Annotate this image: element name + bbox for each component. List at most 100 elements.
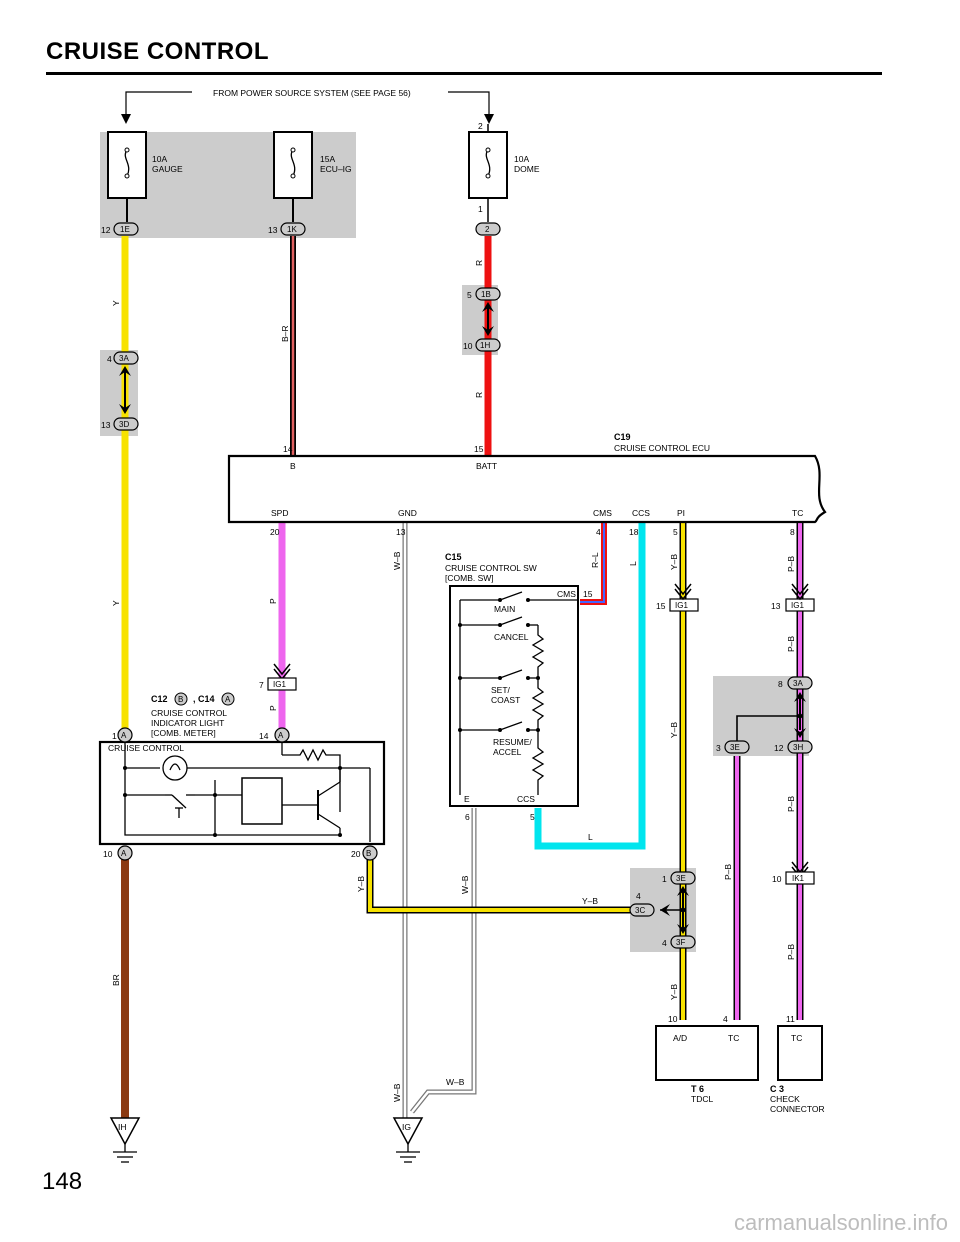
wire-label: W–B <box>460 875 470 894</box>
svg-text:3C: 3C <box>635 906 645 915</box>
connector-3c: 4 3C <box>629 891 655 917</box>
wire-label: Y–B <box>669 722 679 738</box>
svg-text:DOME: DOME <box>514 164 540 174</box>
connector-ig1-yb: 15 IG1 <box>656 583 699 612</box>
svg-text:15: 15 <box>474 444 484 454</box>
svg-text:IK1: IK1 <box>792 874 805 883</box>
svg-text:TC: TC <box>791 1033 802 1043</box>
fuse-gauge: 10A GAUGE <box>107 131 183 222</box>
power-line-right <box>448 91 490 120</box>
connector-3h: 12 3H <box>774 740 813 754</box>
svg-text:3E: 3E <box>676 874 686 883</box>
connector-ig1-p: 7 IG1 <box>259 663 297 691</box>
svg-text:IG1: IG1 <box>273 680 286 689</box>
svg-text:[COMB. METER]: [COMB. METER] <box>151 728 216 738</box>
svg-text:C19: C19 <box>614 432 631 442</box>
wire-r-l-inner <box>580 522 605 603</box>
svg-text:13: 13 <box>396 527 406 537</box>
svg-text:E: E <box>464 794 470 804</box>
fuse-ecu-ig: 15A ECU–IG <box>273 131 352 222</box>
svg-text:15A: 15A <box>320 154 335 164</box>
svg-text:3H: 3H <box>793 743 803 752</box>
svg-text:2: 2 <box>478 121 483 131</box>
svg-text:3F: 3F <box>676 938 685 947</box>
svg-text:10: 10 <box>668 1014 678 1024</box>
svg-text:INDICATOR LIGHT: INDICATOR LIGHT <box>151 718 224 728</box>
wire-label: P <box>268 705 278 711</box>
svg-text:3A: 3A <box>119 354 129 363</box>
svg-text:C12: C12 <box>151 694 168 704</box>
svg-text:3: 3 <box>716 743 721 753</box>
title-rule <box>46 72 882 75</box>
svg-text:IH: IH <box>118 1122 127 1132</box>
svg-text:A: A <box>278 731 284 740</box>
svg-text:12: 12 <box>774 743 784 753</box>
wire-splice-3a-3e <box>736 715 800 744</box>
svg-text:CHECK: CHECK <box>770 1094 800 1104</box>
svg-text:C15: C15 <box>445 552 462 562</box>
svg-text:A: A <box>225 695 231 704</box>
svg-text:A: A <box>121 849 127 858</box>
connector-2: 2 <box>475 222 501 236</box>
svg-text:10: 10 <box>463 341 473 351</box>
svg-text:8: 8 <box>790 527 795 537</box>
wire-label: R <box>474 260 484 266</box>
svg-text:CMS: CMS <box>557 589 576 599</box>
svg-text:10A: 10A <box>152 154 167 164</box>
wire-label: P–B <box>786 796 796 812</box>
connector-3e-top: 3 3E <box>716 740 750 754</box>
wire-label: W–B <box>392 1083 402 1102</box>
svg-text:20: 20 <box>351 849 361 859</box>
svg-text:CMS: CMS <box>593 508 612 518</box>
svg-text:CANCEL: CANCEL <box>494 632 529 642</box>
page-title: CRUISE CONTROL <box>46 38 269 65</box>
svg-text:CRUISE CONTROL: CRUISE CONTROL <box>108 743 184 753</box>
svg-text:GND: GND <box>398 508 417 518</box>
wire-label: P <box>268 598 278 604</box>
svg-text:PI: PI <box>677 508 685 518</box>
svg-text:1: 1 <box>662 874 667 884</box>
wire-label: Y–B <box>669 554 679 570</box>
wire-y-b-meter-inner <box>368 858 640 912</box>
wire-label: P–B <box>723 864 733 880</box>
wire-label: P–B <box>786 944 796 960</box>
svg-text:15: 15 <box>583 589 593 599</box>
wire-label: P–B <box>786 636 796 652</box>
svg-text:20: 20 <box>270 527 280 537</box>
fuse-dome: 2 1 10A DOME <box>468 121 540 222</box>
connector-1h: 10 1H <box>463 338 501 352</box>
svg-text:CRUISE CONTROL SW: CRUISE CONTROL SW <box>445 563 537 573</box>
connector-1e: 1E 12 <box>101 222 139 236</box>
wire-label: BR <box>111 974 121 986</box>
svg-text:,: , <box>193 694 196 704</box>
svg-text:5: 5 <box>673 527 678 537</box>
svg-text:C 3: C 3 <box>770 1084 784 1094</box>
svg-text:SPD: SPD <box>271 508 288 518</box>
connector-ik1: 10 IK1 <box>772 861 815 885</box>
svg-text:B: B <box>366 849 371 858</box>
wire-w-b-switch-outer <box>410 808 477 1114</box>
svg-text:1: 1 <box>112 731 117 741</box>
ground-ih: IH <box>109 1117 141 1163</box>
svg-text:A/D: A/D <box>673 1033 687 1043</box>
meter-pin-10a: 10 A <box>103 845 133 861</box>
power-arrow-right <box>484 114 494 124</box>
svg-text:14: 14 <box>283 444 293 454</box>
svg-text:CONNECTOR: CONNECTOR <box>770 1104 825 1114</box>
wire-label: Y–B <box>582 896 598 906</box>
svg-text:1H: 1H <box>480 341 490 350</box>
connector-3d: 13 3D <box>101 417 139 431</box>
svg-text:4: 4 <box>107 354 112 364</box>
svg-text:18: 18 <box>629 527 639 537</box>
svg-text:CRUISE CONTROL: CRUISE CONTROL <box>151 708 227 718</box>
svg-text:COAST: COAST <box>491 695 520 705</box>
comb-meter: C12 B , C14 A CRUISE CONTROL INDICATOR L… <box>98 692 386 846</box>
svg-text:MAIN: MAIN <box>494 604 515 614</box>
wire-label: L <box>628 561 638 566</box>
wire-label: W–B <box>392 551 402 570</box>
svg-text:5: 5 <box>467 290 472 300</box>
svg-text:3A: 3A <box>793 679 803 688</box>
svg-text:IG1: IG1 <box>675 601 688 610</box>
svg-text:5: 5 <box>530 812 535 822</box>
